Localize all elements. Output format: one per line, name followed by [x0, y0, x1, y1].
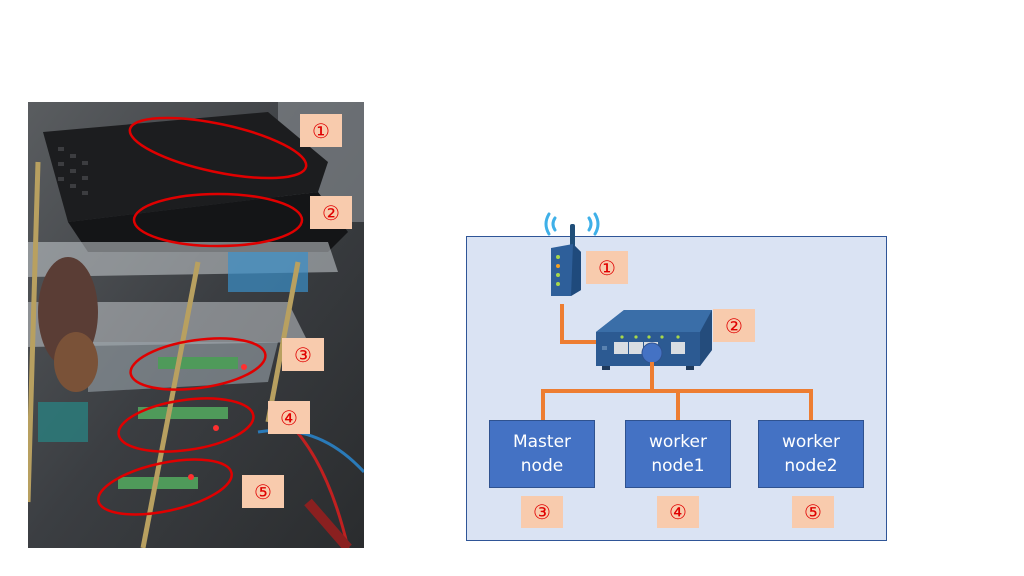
wire-switch-trunk	[650, 362, 654, 392]
master-node-callout: ③	[521, 496, 563, 528]
worker-node-1-callout: ④	[657, 496, 699, 528]
wire-to-worker1	[676, 389, 680, 421]
network-switch-icon	[596, 310, 712, 370]
photo-callout-4: ④	[268, 401, 310, 434]
photo-callout-5: ⑤	[242, 475, 284, 508]
cluster-photo-illustration	[28, 102, 364, 548]
highlight-ellipse-3	[129, 337, 267, 391]
master-node: Master node	[489, 420, 595, 488]
wire-to-master	[541, 389, 545, 421]
wifi-router-icon	[544, 212, 600, 296]
highlight-ellipse-2	[132, 192, 304, 248]
worker-node-2: worker node2	[758, 420, 864, 488]
node-label-line1: Master	[512, 432, 572, 452]
network-diagram-panel	[466, 236, 887, 541]
photo-callout-2: ②	[310, 196, 352, 229]
wire-router-switch-vertical	[560, 304, 564, 344]
node-label-line2: node2	[784, 456, 838, 476]
wire-to-worker2	[809, 389, 813, 421]
cluster-photo	[28, 102, 364, 548]
node-label-line2: node	[520, 456, 564, 476]
router-callout: ①	[586, 251, 628, 284]
photo-callout-1: ①	[300, 114, 342, 147]
highlight-ellipse-4	[117, 397, 255, 453]
photo-callout-3: ③	[282, 338, 324, 371]
worker-node-2-callout: ⑤	[792, 496, 834, 528]
node-label-line1: worker	[782, 432, 840, 452]
router-device	[43, 112, 328, 222]
node-label-line1: worker	[649, 432, 707, 452]
highlight-ellipse-1	[128, 116, 308, 180]
highlight-ellipse-5	[97, 458, 233, 516]
wire-router-switch-horizontal	[560, 340, 598, 344]
node-label-line2: node1	[651, 456, 705, 476]
worker-node-1: worker node1	[625, 420, 731, 488]
switch-callout: ②	[713, 309, 755, 342]
